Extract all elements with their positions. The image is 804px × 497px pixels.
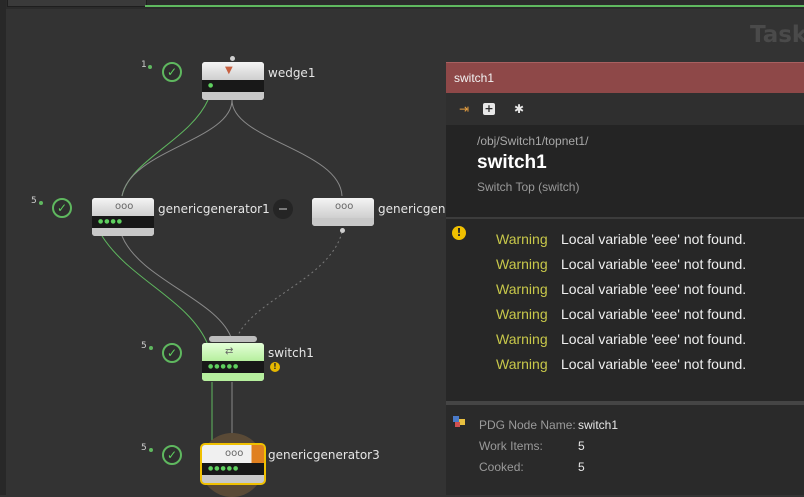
wire-gen1-switch-a [101,235,209,346]
warning-message: Local variable 'eee' not found. [561,281,747,297]
work-items-value: 5 [578,439,585,453]
warning-row: Warning Local variable 'eee' not found. [496,231,746,247]
node-genericgenerator2[interactable]: ooo [312,198,374,226]
warning-level: Warning [496,231,548,247]
work-item-count: 5 [141,443,147,453]
count-dot [149,448,153,452]
warning-message: Local variable 'eee' not found. [561,356,747,372]
cooked-check-icon[interactable]: ✓ [162,445,182,465]
node-label: genericgene [378,202,453,216]
panel-toolbar: ⇥ + ✱ [446,93,804,125]
warning-message: Local variable 'eee' not found. [561,231,747,247]
bug-icon[interactable]: ✱ [513,102,525,116]
pdg-node-name-label: PDG Node Name: [479,418,576,432]
cooked-check-icon[interactable]: ✓ [162,62,182,82]
output-port[interactable] [340,228,345,233]
warning-level: Warning [496,331,548,347]
wedge-icon: ▼ [225,65,233,76]
input-port[interactable] [230,56,235,61]
network-tab-strip[interactable] [7,0,147,7]
generator-icon: ooo [115,201,134,212]
switch-input-tab[interactable] [209,336,257,342]
properties-section: PDG Node Name: switch1 Work Items: 5 Coo… [446,405,804,495]
warning-level: Warning [496,356,548,372]
warning-level: Warning [496,256,548,272]
generator-icon: ooo [335,201,354,212]
node-type: Switch Top (switch) [477,180,580,194]
cooked-check-icon[interactable]: ✓ [52,198,72,218]
task-title: Task [750,22,804,48]
generator-icon: ooo [225,448,244,459]
warning-icon[interactable]: ! [270,362,280,372]
node-wedge1[interactable]: ▼ ● [202,62,264,100]
node-label: wedge1 [268,66,316,80]
wire-gen2-switch [235,231,343,341]
count-dot [149,346,153,350]
add-icon[interactable]: + [483,102,495,115]
node-genericgenerator1[interactable]: ooo ●●●● [92,198,154,236]
cook-progress-bar [145,5,804,7]
wire-gen1-switch-b [121,235,233,341]
warning-level: Warning [496,306,548,322]
node-label: switch1 [268,346,314,360]
divider [446,217,804,219]
node-path: /obj/Switch1/topnet1/ [477,134,589,148]
count-dot [39,201,43,205]
work-item-count: 1 [141,60,147,70]
wire-wedge-gen2 [231,99,343,197]
node-genericgenerator3[interactable]: ooo ●●●●● [200,443,266,485]
divider [446,401,804,405]
cooked-check-icon[interactable]: ✓ [162,343,182,363]
warning-row: Warning Local variable 'eee' not found. [496,256,746,272]
wire-wedge-gen1 [121,99,209,197]
work-item-count: 5 [31,196,37,206]
node-name: switch1 [477,152,547,173]
node-label: genericgenerator3 [268,448,380,462]
pin-icon[interactable]: ⇥ [458,102,470,116]
warning-message: Local variable 'eee' not found. [561,256,747,272]
panel-header-title: switch1 [454,71,495,85]
node-title-section: /obj/Switch1/topnet1/ switch1 Switch Top… [446,125,804,217]
work-items-label: Work Items: [479,439,543,453]
warning-message: Local variable 'eee' not found. [561,306,747,322]
network-topbar [0,0,804,9]
warning-row: Warning Local variable 'eee' not found. [496,356,746,372]
cooked-value: 5 [578,460,585,474]
warning-level: Warning [496,281,548,297]
node-switch1[interactable]: ⇄ ●●●●● [202,343,264,381]
panel-header: switch1 [446,62,804,93]
warning-message: Local variable 'eee' not found. [561,331,747,347]
pdg-icon [453,416,465,427]
warning-row: Warning Local variable 'eee' not found. [496,331,746,347]
work-item-count: 5 [141,341,147,351]
pdg-node-name-value: switch1 [578,418,619,432]
bypass-icon[interactable] [273,199,293,219]
warning-row: Warning Local variable 'eee' not found. [496,306,746,322]
node-label: genericgenerator1 [158,202,270,216]
node-info-panel: switch1 ⇥ + ✱ /obj/Switch1/topnet1/ swit… [446,62,804,495]
warning-icon: ! [452,226,466,240]
switch-icon: ⇄ [225,346,234,357]
warning-row: Warning Local variable 'eee' not found. [496,281,746,297]
network-left-edge [0,0,6,495]
wire-wedge-gen1-b [121,99,233,197]
cooked-label: Cooked: [479,460,524,474]
count-dot [148,65,152,69]
